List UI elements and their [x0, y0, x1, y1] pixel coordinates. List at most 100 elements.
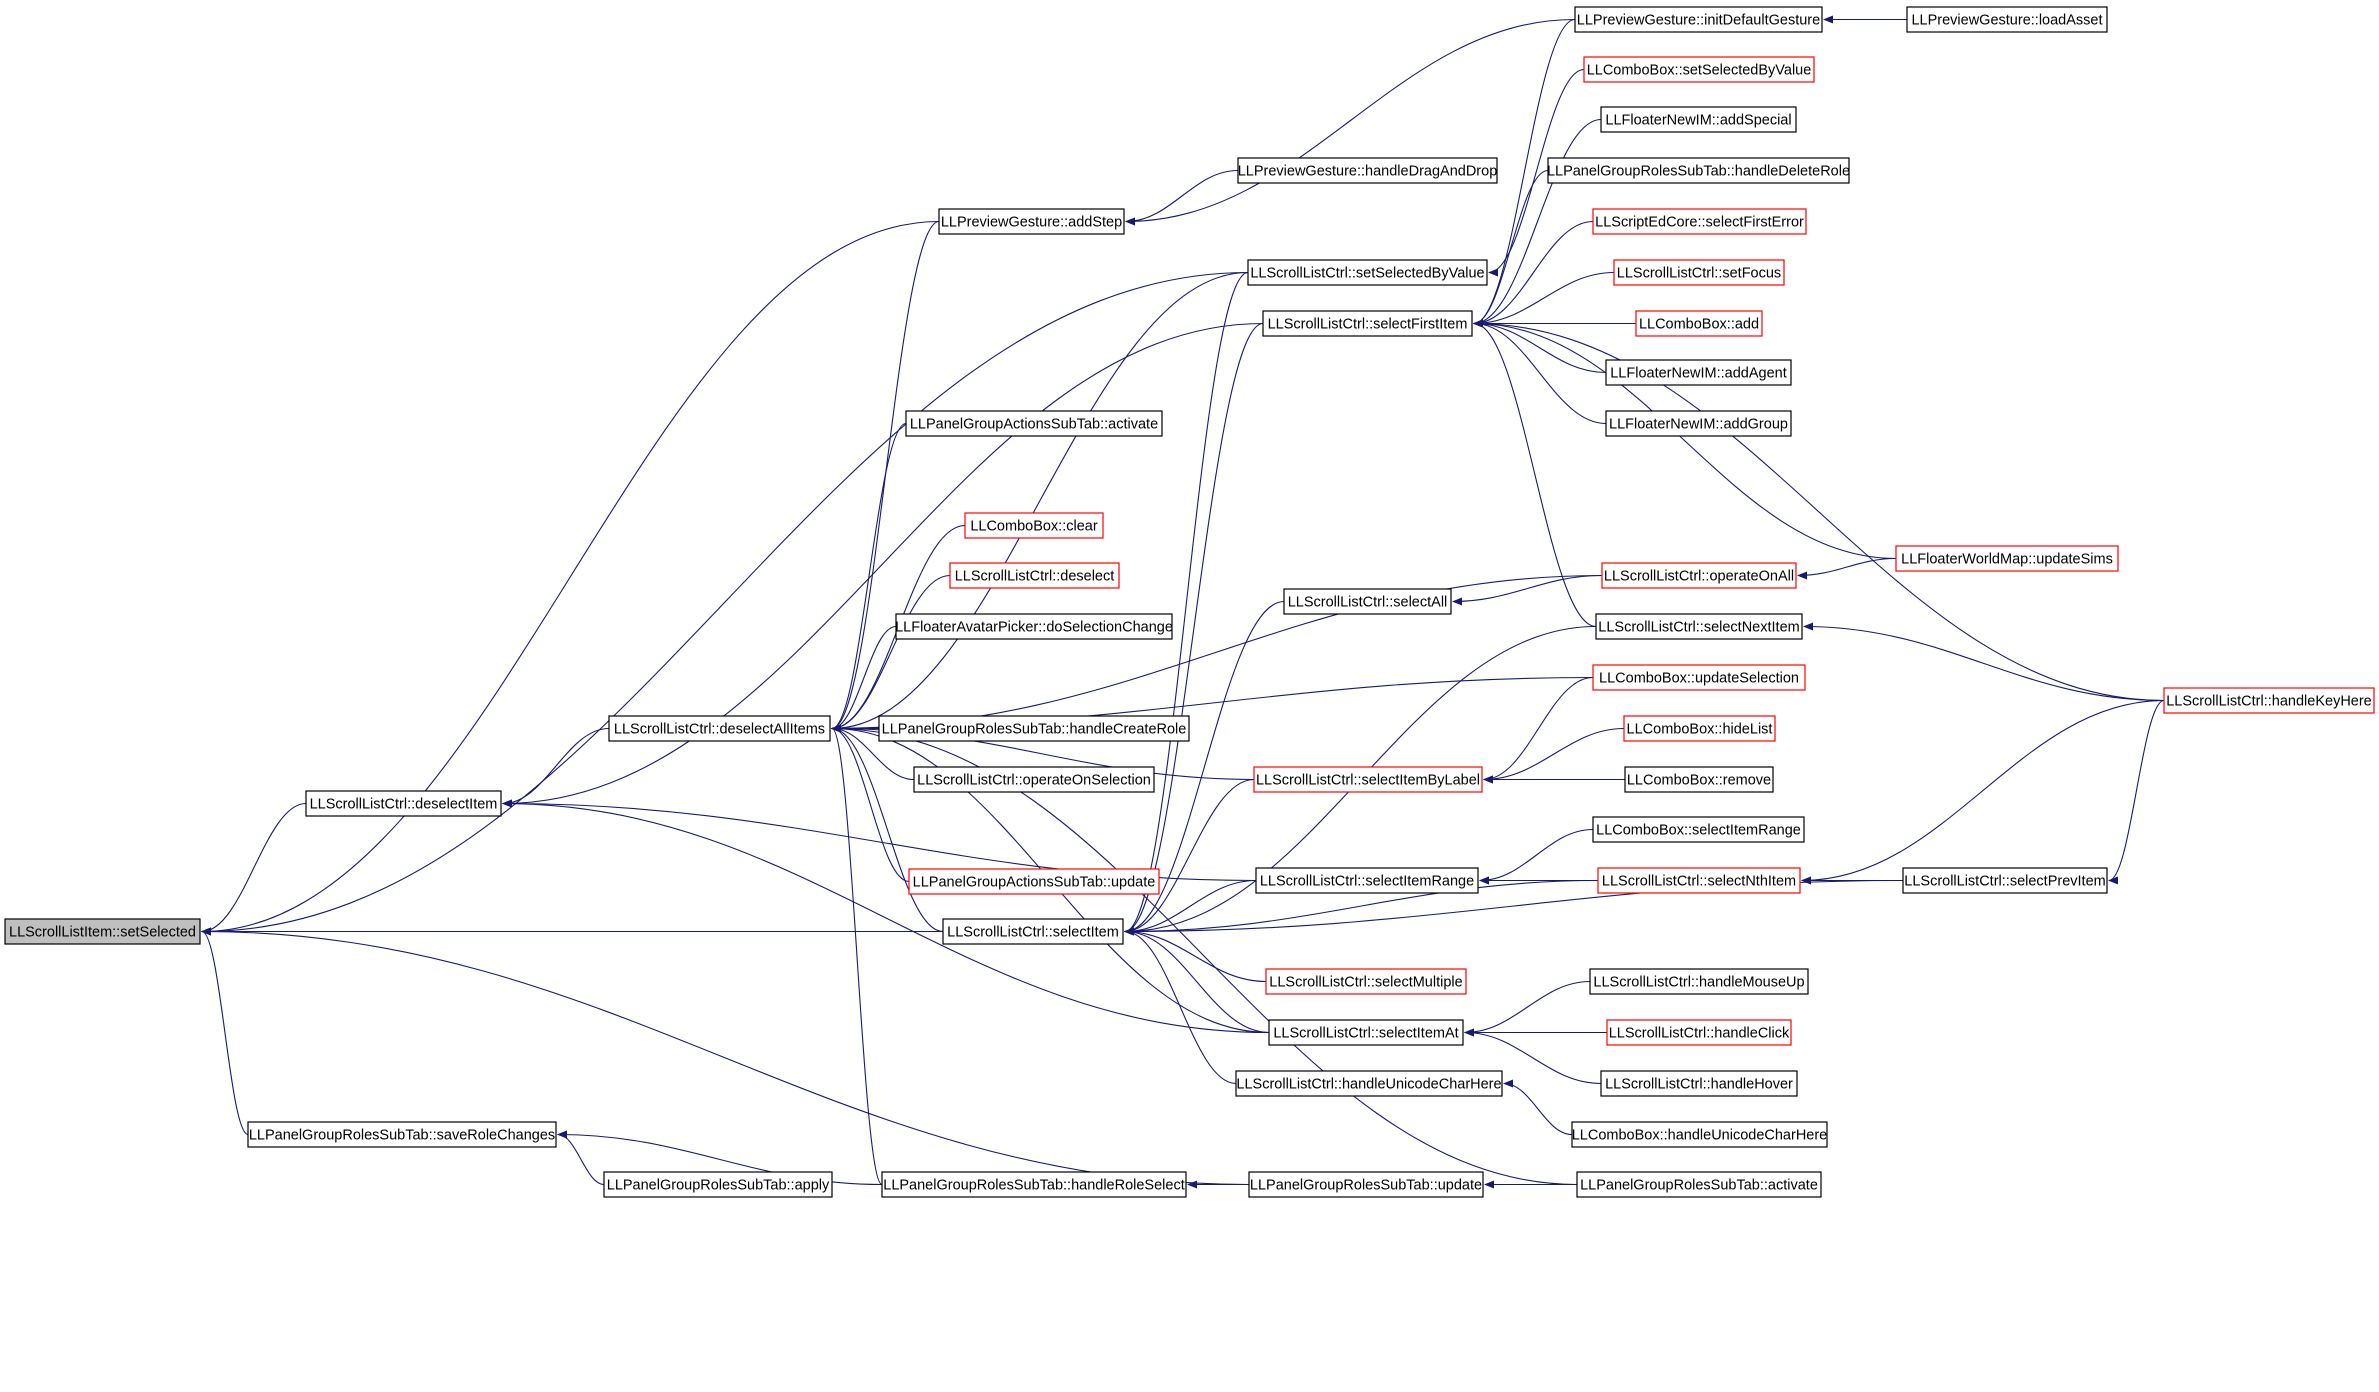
node-box — [2163, 687, 2375, 714]
node-slc-handle-mouse-up[interactable]: LLScrollListCtrl::handleMouseUp — [1589, 968, 1809, 995]
node-slc-set-sel-by-val[interactable]: LLScrollListCtrl::setSelectedByValue — [1247, 259, 1488, 286]
node-cb-clear[interactable]: LLComboBox::clear — [964, 512, 1104, 539]
node-prs-handle-role-sel[interactable]: LLPanelGroupRolesSubTab::handleRoleSelec… — [881, 1171, 1187, 1198]
node-prs-create-role[interactable]: LLPanelGroupRolesSubTab::handleCreateRol… — [878, 715, 1190, 742]
edge-slc-sel-next-to-slc-sel-first — [1473, 319, 1597, 628]
node-slc-sel-prev[interactable]: LLScrollListCtrl::selectPrevItem — [1902, 867, 2108, 894]
node-slc-op-on-all[interactable]: LLScrollListCtrl::operateOnAll — [1601, 562, 1797, 589]
node-fwm-update-sims[interactable]: LLFloaterWorldMap::updateSims — [1895, 545, 2119, 572]
node-slc-set-focus[interactable]: LLScrollListCtrl::setFocus — [1613, 259, 1785, 286]
node-box — [1247, 259, 1488, 286]
node-pg-add-step[interactable]: LLPreviewGesture::addStep — [938, 208, 1125, 235]
edge-slc-set-sel-by-val-to-deselect-all — [831, 271, 1249, 733]
node-fn-add-special[interactable]: LLFloaterNewIM::addSpecial — [1600, 106, 1797, 133]
edge-deselect-item-to-root — [201, 802, 307, 936]
edge-prs-handle-role-sel-to-prs-save-role — [557, 1130, 883, 1186]
node-label: LLScrollListCtrl::deselect — [955, 569, 1115, 585]
node-box — [1571, 1121, 1828, 1148]
edge-slc-handle-key-to-slc-sel-next — [1803, 622, 2165, 702]
node-slc-handle-key[interactable]: LLScrollListCtrl::handleKeyHere — [2163, 687, 2375, 714]
edge-sec-sel-first-err-to-slc-sel-first — [1473, 220, 1594, 328]
node-slc-sel-by-label[interactable]: LLScrollListCtrl::selectItemByLabel — [1253, 766, 1483, 793]
node-root[interactable]: LLScrollListItem::setSelected — [4, 918, 201, 945]
node-slc-sel-first[interactable]: LLScrollListCtrl::selectFirstItem — [1262, 310, 1473, 337]
node-slc-handle-hover[interactable]: LLScrollListCtrl::handleHover — [1600, 1070, 1798, 1097]
node-prs-save-role[interactable]: LLPanelGroupRolesSubTab::saveRoleChanges — [247, 1121, 557, 1148]
node-label: LLScrollListCtrl::selectPrevItem — [1904, 874, 2105, 890]
edge-slc-sel-nth-to-slc-select-item — [1124, 879, 1599, 936]
node-slc-select-all[interactable]: LLScrollListCtrl::selectAll — [1283, 588, 1452, 615]
node-label: LLPanelGroupRolesSubTab::apply — [607, 1178, 830, 1194]
node-box — [1606, 1019, 1792, 1046]
edge-fap-do-sel-to-deselect-all — [831, 625, 897, 733]
node-cb-add[interactable]: LLComboBox::add — [1635, 310, 1763, 337]
node-prs-delete-role[interactable]: LLPanelGroupRolesSubTab::handleDeleteRol… — [1547, 157, 1850, 184]
node-slc-op-on-sel[interactable]: LLScrollListCtrl::operateOnSelection — [913, 766, 1155, 793]
node-prs-update[interactable]: LLPanelGroupRolesSubTab::update — [1248, 1171, 1484, 1198]
node-slc-handle-unicode[interactable]: LLScrollListCtrl::handleUnicodeCharHere — [1235, 1070, 1503, 1097]
node-slc-sel-nth[interactable]: LLScrollListCtrl::selectNthItem — [1597, 867, 1801, 894]
node-pg-load-asset[interactable]: LLPreviewGesture::loadAsset — [1906, 6, 2108, 33]
node-slc-deselect[interactable]: LLScrollListCtrl::deselect — [949, 562, 1120, 589]
node-slc-select-item[interactable]: LLScrollListCtrl::selectItem — [942, 918, 1124, 945]
node-label: LLScrollListCtrl::selectItemAt — [1273, 1026, 1458, 1042]
node-pga-activate[interactable]: LLPanelGroupActionsSubTab::activate — [905, 410, 1163, 437]
node-label: LLFloaterAvatarPicker::doSelectionChange — [895, 620, 1173, 636]
node-pg-init-default[interactable]: LLPreviewGesture::initDefaultGesture — [1574, 6, 1823, 33]
node-cb-update-sel[interactable]: LLComboBox::updateSelection — [1592, 664, 1806, 691]
node-box — [1592, 208, 1807, 235]
node-label: LLPanelGroupRolesSubTab::update — [1250, 1178, 1482, 1194]
node-box — [1624, 766, 1774, 793]
node-slc-sel-item-at[interactable]: LLScrollListCtrl::selectItemAt — [1268, 1019, 1464, 1046]
node-box — [1583, 56, 1815, 83]
node-box — [1547, 157, 1850, 184]
edge-pg-add-step-to-root — [201, 220, 940, 936]
edge-fwm-update-sims-to-slc-op-on-all — [1797, 557, 1897, 580]
node-box — [1589, 968, 1809, 995]
edge-slc-sel-item-at-to-slc-select-item — [1124, 927, 1270, 1034]
node-pg-handle-drag[interactable]: LLPreviewGesture::handleDragAndDrop — [1237, 157, 1498, 184]
node-prs-activate[interactable]: LLPanelGroupRolesSubTab::activate — [1576, 1171, 1822, 1198]
node-prs-apply[interactable]: LLPanelGroupRolesSubTab::apply — [603, 1171, 833, 1198]
edge-slc-sel-first-to-deselect-item — [502, 322, 1264, 808]
node-slc-sel-item-range[interactable]: LLScrollListCtrl::selectItemRange — [1255, 867, 1479, 894]
node-fn-add-agent[interactable]: LLFloaterNewIM::addAgent — [1605, 359, 1792, 386]
edge-slc-set-sel-by-val-to-root — [201, 271, 1249, 936]
node-cb-hide-list[interactable]: LLComboBox::hideList — [1623, 715, 1776, 742]
node-label: LLScrollListCtrl::operateOnAll — [1604, 569, 1794, 585]
node-label: LLScrollListItem::setSelected — [9, 925, 196, 941]
node-fap-do-sel[interactable]: LLFloaterAvatarPicker::doSelectionChange — [895, 613, 1173, 640]
node-box — [247, 1121, 557, 1148]
node-box — [905, 410, 1163, 437]
node-deselect-item[interactable]: LLScrollListCtrl::deselectItem — [305, 790, 502, 817]
edge-cb-sel-item-range-to-slc-sel-item-range — [1479, 828, 1594, 885]
node-label: LLComboBox::setSelectedByValue — [1587, 63, 1812, 79]
edge-slc-handle-key-to-slc-sel-nth — [1801, 699, 2165, 885]
node-label: LLScrollListCtrl::deselectAllItems — [614, 722, 825, 738]
node-box — [878, 715, 1190, 742]
node-slc-sel-next[interactable]: LLScrollListCtrl::selectNextItem — [1595, 613, 1803, 640]
node-label: LLComboBox::add — [1639, 317, 1759, 333]
node-cb-handle-unicode[interactable]: LLComboBox::handleUnicodeCharHere — [1571, 1121, 1828, 1148]
node-slc-sel-multiple[interactable]: LLScrollListCtrl::selectMultiple — [1265, 968, 1467, 995]
node-box — [1592, 664, 1806, 691]
node-label: LLScriptEdCore::selectFirstError — [1595, 215, 1804, 231]
node-cb-sel-item-range[interactable]: LLComboBox::selectItemRange — [1592, 816, 1805, 843]
node-deselect-all[interactable]: LLScrollListCtrl::deselectAllItems — [608, 715, 831, 742]
node-box — [1265, 968, 1467, 995]
node-cb-set-sel-by-val[interactable]: LLComboBox::setSelectedByValue — [1583, 56, 1815, 83]
node-label: LLScrollListCtrl::handleKeyHere — [2166, 694, 2372, 710]
node-box — [1895, 545, 2119, 572]
node-label: LLScrollListCtrl::selectNextItem — [1598, 620, 1799, 636]
node-pga-update[interactable]: LLPanelGroupActionsSubTab::update — [908, 868, 1160, 895]
node-box — [938, 208, 1125, 235]
node-label: LLScrollListCtrl::selectNthItem — [1602, 874, 1796, 890]
node-label: LLPanelGroupRolesSubTab::activate — [1580, 1178, 1818, 1194]
node-slc-handle-click[interactable]: LLScrollListCtrl::handleClick — [1606, 1019, 1792, 1046]
node-label: LLPanelGroupRolesSubTab::handleDeleteRol… — [1547, 164, 1850, 180]
node-cb-remove[interactable]: LLComboBox::remove — [1624, 766, 1774, 793]
node-fn-add-group[interactable]: LLFloaterNewIM::addGroup — [1605, 410, 1792, 437]
edge-prs-save-role-to-root — [201, 927, 249, 1136]
node-sec-sel-first-err[interactable]: LLScriptEdCore::selectFirstError — [1592, 208, 1807, 235]
node-label: LLComboBox::remove — [1627, 773, 1771, 789]
